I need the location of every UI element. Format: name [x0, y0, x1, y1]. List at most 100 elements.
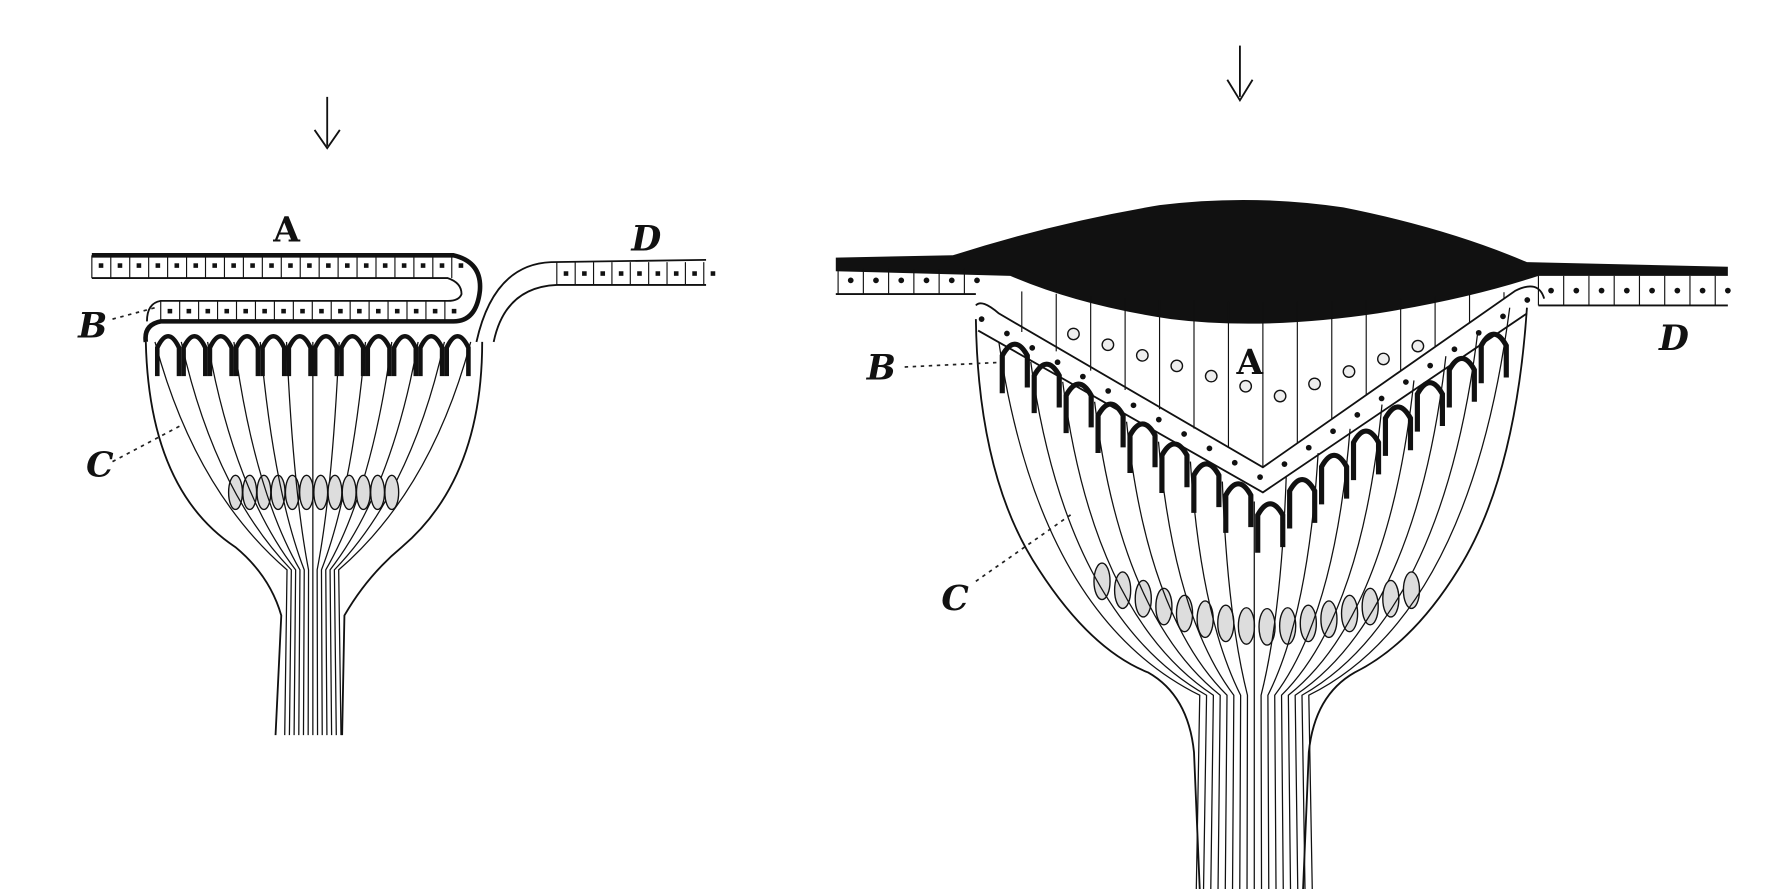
cell-nucleus [382, 263, 388, 268]
lens-cell-nucleus [1101, 338, 1115, 352]
rod-cell [1267, 453, 1319, 889]
rod-cell [154, 341, 288, 736]
left-figure: A D B C [77, 96, 716, 736]
cell-nucleus [1155, 587, 1173, 626]
cell-nucleus [1217, 604, 1235, 643]
cell-nucleus [413, 308, 419, 314]
cell-nucleus [262, 308, 267, 314]
cell-nucleus [1524, 297, 1531, 303]
cell-nucleus [432, 308, 438, 314]
retina-cup [144, 334, 484, 736]
pigment-cap [1191, 461, 1222, 513]
cell-nucleus [1281, 461, 1288, 467]
cell-nucleus [847, 277, 854, 284]
pigment-cap [1127, 421, 1158, 473]
lens-cell-nucleus [1411, 339, 1425, 353]
label-a: A [272, 211, 300, 251]
cell-nucleus [637, 271, 642, 276]
label-c: C [86, 446, 113, 486]
cell-nucleus [1548, 287, 1554, 294]
cell-nucleus [256, 474, 272, 511]
cell-nucleus [369, 474, 386, 511]
cell-nucleus [1155, 416, 1162, 423]
pigment-cap [181, 334, 208, 377]
pigment-cap [233, 334, 261, 377]
pigment-cap [260, 334, 287, 377]
cell-nucleus [1598, 287, 1605, 294]
cell-nucleus [1674, 287, 1681, 294]
pigment-cap [339, 334, 366, 377]
cell-nucleus [1623, 287, 1630, 294]
cell-nucleus [451, 308, 457, 314]
rod-cell [338, 341, 472, 736]
cell-nucleus [1427, 362, 1434, 369]
cell-nucleus [212, 263, 217, 268]
pigment-cap [1255, 501, 1286, 553]
lens-cell-nucleus [1239, 379, 1253, 393]
cell-nucleus [250, 263, 255, 268]
cell-nucleus [1378, 395, 1385, 402]
pigment-cap [1414, 380, 1446, 432]
cell-nucleus [1403, 379, 1409, 385]
cell-nucleus [582, 271, 587, 276]
cell-nucleus [270, 474, 286, 511]
cell-nucleus [205, 308, 211, 314]
cell-nucleus [1475, 329, 1482, 336]
cell-nucleus [174, 263, 180, 268]
cell-nucleus [394, 308, 400, 314]
cell-nucleus [1206, 445, 1213, 452]
label-b: B [77, 306, 107, 346]
cell-nucleus [186, 308, 192, 314]
cell-nucleus [873, 277, 879, 284]
cell-nucleus [898, 277, 905, 284]
rod-cell [1260, 477, 1287, 889]
cell-nucleus [243, 308, 248, 314]
cell-nucleus [1237, 607, 1256, 645]
cell-nucleus [655, 271, 661, 276]
rod-cell [206, 341, 297, 736]
cell-nucleus [1451, 346, 1458, 353]
cell-nucleus [420, 263, 426, 268]
cell-nucleus [1079, 373, 1086, 380]
cell-nucleus [948, 277, 955, 284]
cell-nucleus [1134, 579, 1152, 618]
pigment-cap [1382, 404, 1414, 456]
cell-nucleus [313, 474, 329, 511]
cell-nucleus [618, 271, 624, 276]
rod-cell [285, 341, 310, 736]
pigment-cap [1350, 428, 1382, 481]
cell-nucleus [710, 271, 716, 276]
pigment-cap [999, 341, 1030, 394]
d-epithelium-layer [475, 258, 716, 343]
label-a: A [1235, 343, 1263, 383]
cell-nucleus [1500, 313, 1506, 320]
cell-nucleus [375, 308, 381, 314]
cell-nucleus [231, 263, 236, 268]
pigment-cap [444, 334, 471, 377]
rod-cell [1030, 361, 1208, 889]
cell-nucleus [1354, 412, 1361, 418]
cell-nucleus [1699, 287, 1706, 294]
pigment-cap [312, 334, 340, 377]
lens-cell-nucleus [1273, 389, 1287, 403]
cell-nucleus [1181, 431, 1187, 437]
cell-nucleus [1196, 600, 1214, 639]
cell-nucleus [1299, 604, 1318, 643]
cell-nucleus [401, 263, 407, 268]
cell-nucleus [327, 474, 343, 511]
cell-nucleus [136, 263, 142, 268]
pigment-cap [207, 334, 234, 377]
label-b: B [866, 349, 896, 389]
pigment-cap [391, 334, 419, 377]
cell-nucleus [355, 474, 371, 511]
cell-nucleus [1724, 287, 1731, 294]
rod-cell [1093, 401, 1221, 889]
rod-cell [259, 341, 305, 736]
cell-nucleus [300, 308, 305, 314]
cell-nucleus [338, 308, 343, 314]
right-figure: A D B C [835, 45, 1731, 889]
pigment-cap [1223, 481, 1254, 533]
pigment-cap [365, 334, 392, 377]
cell-nucleus [1175, 594, 1194, 633]
cell-nucleus [288, 263, 293, 268]
